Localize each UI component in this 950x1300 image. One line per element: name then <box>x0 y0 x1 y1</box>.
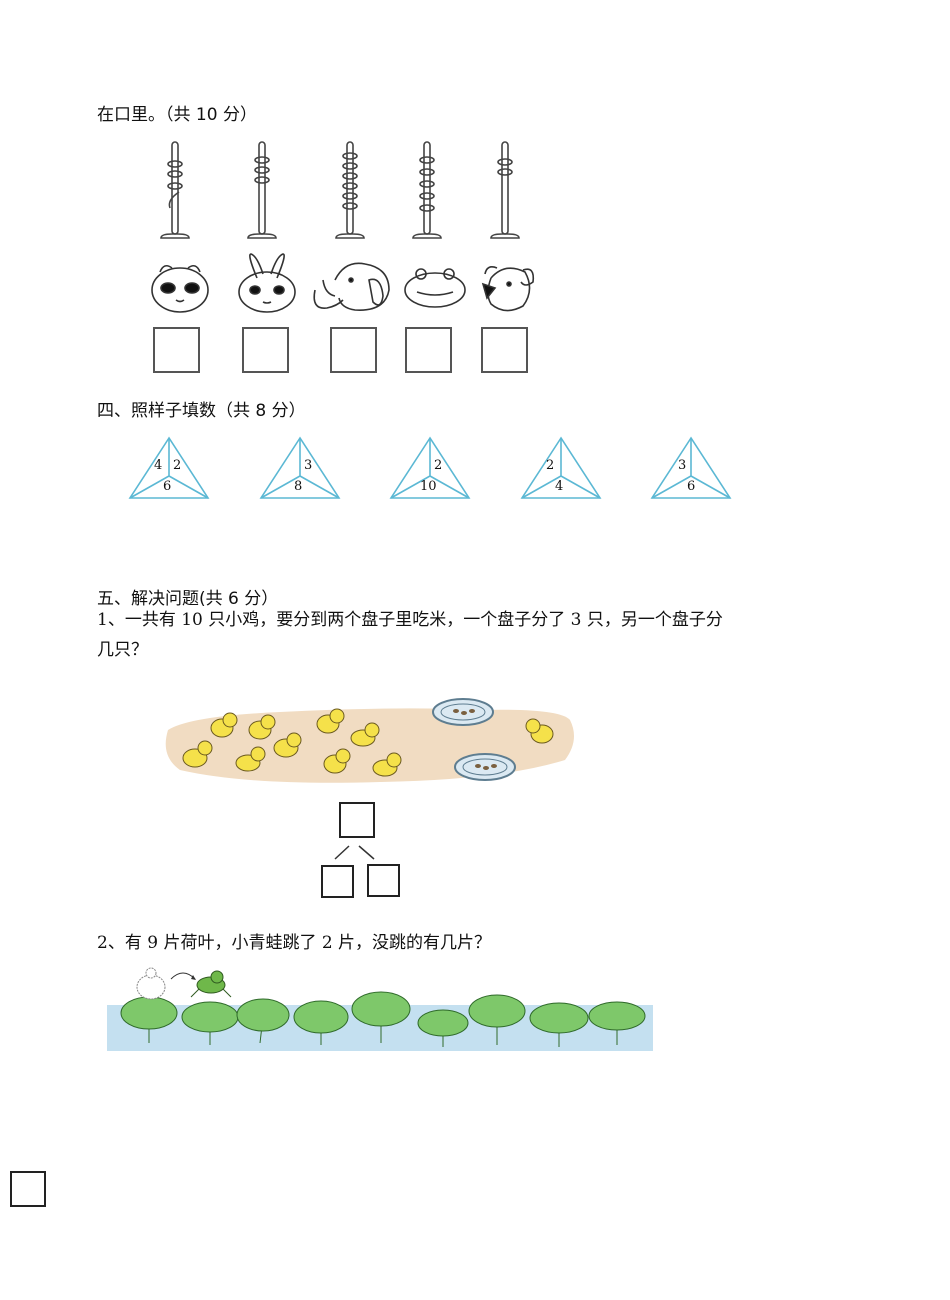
pole-icon <box>247 141 277 239</box>
triangle-bottom-value: 8 <box>294 479 303 494</box>
ring-poles-illustration <box>160 141 520 239</box>
triangle-left-value: 3 <box>678 458 687 473</box>
question-1-line-2: 几只？ <box>97 640 148 660</box>
triangle-left-value: 2 <box>546 458 555 473</box>
triangle-left-value: 4 <box>154 458 163 473</box>
elephant-icon <box>313 262 390 311</box>
number-bond-left-box[interactable] <box>321 865 354 898</box>
question-1-line-1: 1、一共有 10 只小鸡，要分到两个盘子里吃米，一个盘子分了 3 只，另一个盘子… <box>97 610 723 630</box>
question-2-text: 2、有 9 片荷叶，小青蛙跳了 2 片，没跳的有几片？ <box>97 933 492 953</box>
chick-icon <box>273 732 302 758</box>
pole-icon <box>335 141 365 239</box>
chick-icon <box>235 746 266 772</box>
chick-icon <box>323 748 351 774</box>
lily-pad-icon <box>468 994 526 1045</box>
lily-pad-icon <box>588 1001 646 1045</box>
number-triangle-2: 3 8 <box>259 436 341 502</box>
pole-icon <box>160 141 190 239</box>
lily-pad-icon <box>417 1009 469 1047</box>
plate-icon <box>454 753 516 781</box>
chick-icon <box>248 714 276 740</box>
number-bond-lines <box>334 845 375 860</box>
lily-pad-icon <box>529 1002 589 1047</box>
section5-title: 五、解决问题(共 6 分） <box>97 589 279 609</box>
chick-icon <box>525 718 554 744</box>
triangle-shape <box>389 436 471 499</box>
number-triangle-3: 2 10 <box>389 436 471 502</box>
footer-answer-box[interactable] <box>10 1171 46 1207</box>
animal-faces-illustration <box>151 253 535 313</box>
frog-icon <box>190 970 232 998</box>
answer-box-1[interactable] <box>153 327 200 373</box>
answer-box-2[interactable] <box>242 327 289 373</box>
triangle-shape <box>650 436 732 499</box>
panda-icon <box>151 264 209 313</box>
triangle-right-value: 3 <box>304 458 313 473</box>
pole-icon <box>412 141 442 239</box>
chick-icon <box>372 752 402 777</box>
section4-title: 四、照样子填数（共 8 分） <box>97 401 306 421</box>
chick-icon <box>182 740 213 768</box>
triangle-bottom-value: 4 <box>555 479 564 494</box>
number-triangle-4: 2 4 <box>520 436 602 502</box>
rabbit-icon <box>238 253 296 313</box>
triangle-shape <box>259 436 341 499</box>
triangle-right-value: 2 <box>173 458 182 473</box>
pole-icon <box>490 141 520 239</box>
triangle-bottom-value: 6 <box>687 479 696 494</box>
chicks-and-plates-illustration <box>165 698 574 783</box>
chick-icon <box>316 708 345 734</box>
koala-icon <box>481 266 535 312</box>
triangle-shape <box>520 436 602 499</box>
number-triangle-5: 3 6 <box>650 436 732 502</box>
number-bond-top-box[interactable] <box>339 802 375 838</box>
section3-title: 在口里。（共 10 分） <box>97 105 257 125</box>
triangle-bottom-value: 6 <box>163 479 172 494</box>
frog-lily-pads-illustration <box>107 967 653 1051</box>
chick-icon <box>350 722 380 747</box>
lily-pad-icon <box>293 1000 349 1045</box>
number-bond-right-box[interactable] <box>367 864 400 897</box>
triangle-bottom-value: 10 <box>420 479 437 494</box>
answer-box-5[interactable] <box>481 327 528 373</box>
number-triangle-1: 4 2 6 <box>128 436 210 502</box>
triangle-right-value: 2 <box>434 458 443 473</box>
chick-icon <box>210 712 238 738</box>
lily-pad-icon <box>351 991 411 1043</box>
answer-box-4[interactable] <box>405 327 452 373</box>
plate-icon <box>432 698 494 726</box>
frog-icon <box>404 268 466 308</box>
triangle-shape <box>128 436 210 499</box>
lily-pad-icon <box>236 998 290 1044</box>
answer-box-3[interactable] <box>330 327 377 373</box>
frog-outline-icon <box>136 967 166 1000</box>
